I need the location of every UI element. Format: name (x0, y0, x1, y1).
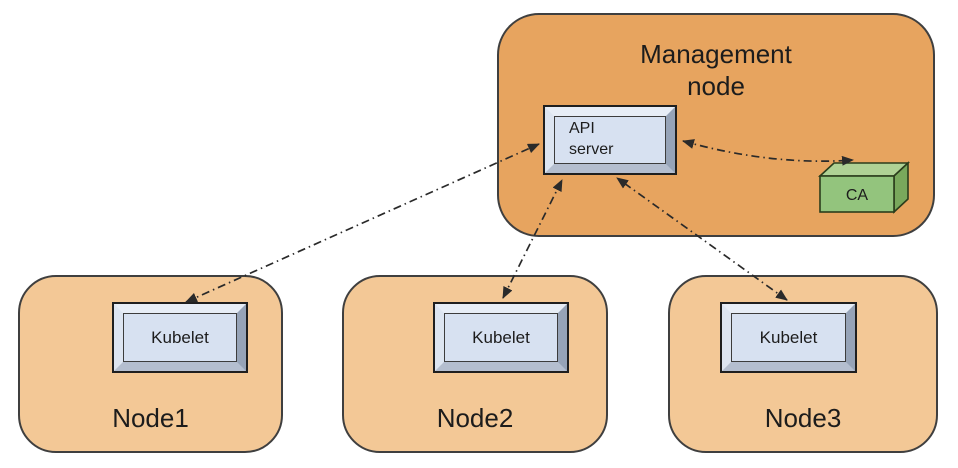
node-1-label: Node1 (112, 403, 189, 433)
api-server-face: API server (554, 116, 666, 164)
api-server-box: API server (543, 105, 677, 175)
kubelet-face: Kubelet (123, 313, 237, 362)
node-2-label: Node2 (436, 403, 514, 433)
node-3-label: Node3 (764, 403, 842, 433)
kubelet-box-node2: Kubelet (433, 302, 569, 373)
kubelet-label: Kubelet (151, 327, 209, 347)
kubelet-bevel-frame (114, 304, 246, 371)
kubelet-box-node3: Kubelet (720, 302, 857, 373)
api-server-bevel-frame (545, 107, 675, 173)
kubelet-bevel-frame (435, 304, 567, 371)
management-node-label: Management node (640, 39, 792, 101)
kubelet-face: Kubelet (444, 313, 558, 362)
kubelet-face: Kubelet (731, 313, 846, 362)
kubelet-label: Kubelet (472, 327, 530, 347)
kubelet-bevel-frame (722, 304, 855, 371)
api-server-label: API server (569, 120, 614, 158)
kubelet-label: Kubelet (759, 327, 818, 347)
kubelet-box-node1: Kubelet (112, 302, 248, 373)
